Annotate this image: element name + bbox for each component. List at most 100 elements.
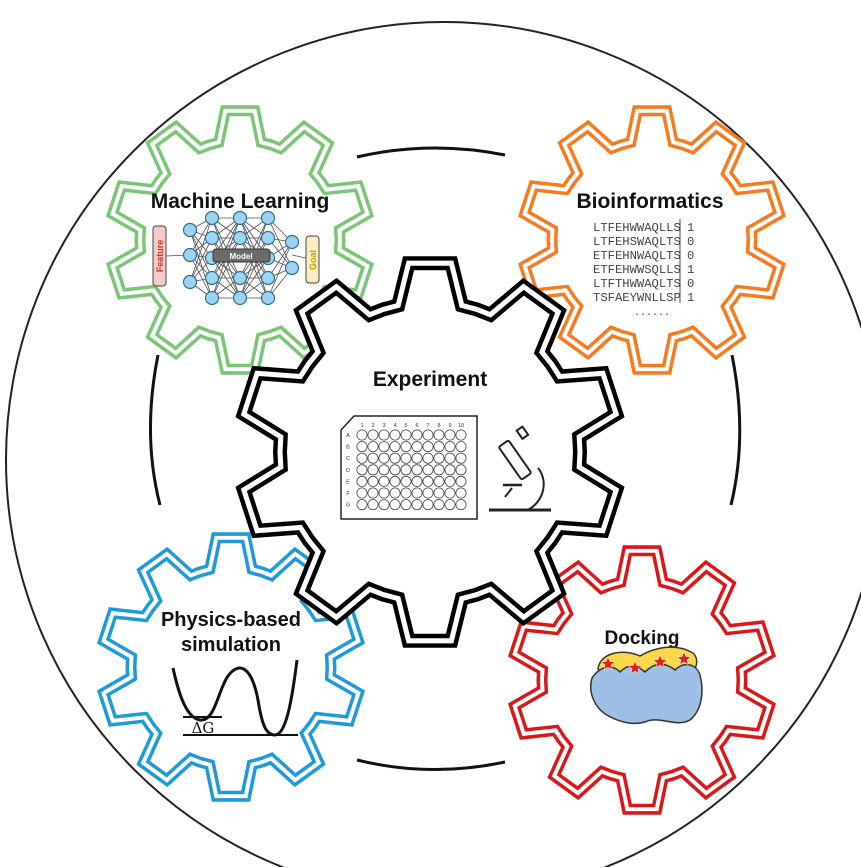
plate-column-label: 8 [437, 423, 440, 429]
plate-well [367, 464, 379, 476]
plate-well [400, 464, 412, 476]
plate-well [356, 475, 368, 487]
sequence-row: LTFEHSWAQLTS [593, 235, 681, 249]
nn-edge [189, 217, 213, 283]
sequence-label: 0 [687, 249, 694, 263]
plate-column-label: 9 [448, 423, 451, 429]
plate-well [389, 487, 401, 499]
nn-node [182, 247, 198, 263]
energy-landscape-icon: ΔG [171, 659, 299, 737]
sequence-row: TSFAEYWNLLSP [593, 291, 681, 305]
plate-well [422, 475, 434, 487]
plate-row-label: F [346, 491, 350, 497]
feature-label: Feature [155, 240, 165, 273]
nn-node [284, 260, 300, 276]
plate-well [422, 452, 434, 464]
plate-column-label: 10 [458, 423, 464, 429]
plate-well [433, 499, 445, 511]
plate-well [411, 452, 423, 464]
plate-well [400, 452, 412, 464]
plate-well [378, 429, 390, 441]
gear-inner-line [522, 108, 782, 372]
plate-row-label: G [346, 503, 350, 509]
gear-inner-line [512, 548, 772, 812]
plate-column-label: 3 [382, 423, 385, 429]
physics-title-line1: Physics-based [161, 609, 301, 631]
plate-well [400, 441, 412, 453]
plate-well [367, 452, 379, 464]
arc-right [729, 354, 742, 506]
plate-column-label: 5 [404, 423, 407, 429]
plate-well [433, 441, 445, 453]
model-label: Model [229, 252, 252, 261]
plate-well [378, 464, 390, 476]
nn-node [182, 222, 198, 238]
plate-well [411, 441, 423, 453]
plate-row-label: E [346, 479, 350, 485]
plate-well [411, 464, 423, 476]
nn-node [232, 270, 248, 286]
nn-node [260, 290, 276, 306]
plate-well [400, 499, 412, 511]
physics-title-line2: simulation [181, 634, 281, 656]
goal-label: Goal [308, 250, 318, 270]
neural-network-icon: Model Feature Goal [152, 210, 320, 306]
plate-well [389, 429, 401, 441]
nn-edge [267, 241, 293, 299]
nn-node [232, 290, 248, 306]
plate-well [422, 464, 434, 476]
nn-node [260, 230, 276, 246]
experiment-title: Experiment [373, 368, 487, 391]
nn-node [204, 230, 220, 246]
nn-edge [189, 237, 213, 283]
nn-node [182, 274, 198, 290]
plate-well [378, 475, 390, 487]
plate-well [422, 429, 434, 441]
outer-circle [5, 21, 861, 867]
plate-well [411, 429, 423, 441]
plate-well [356, 499, 368, 511]
model-box [212, 248, 271, 263]
nn-edge [189, 254, 213, 299]
plate-well [356, 464, 368, 476]
plate-well [433, 487, 445, 499]
arc-top [356, 146, 506, 159]
nn-edge [239, 257, 269, 299]
nn-node [232, 230, 248, 246]
plate-well [433, 452, 445, 464]
gear-inner-line [110, 108, 370, 372]
nn-edge [189, 217, 213, 256]
nn-edge [239, 237, 269, 299]
gear-inner-line [240, 260, 620, 644]
nn-edge [239, 217, 269, 279]
plate-well [411, 487, 423, 499]
bioinformatics-title: Bioinformatics [576, 190, 723, 213]
plate-well [367, 499, 379, 511]
plate-well [422, 487, 434, 499]
binding-sites [600, 651, 692, 675]
plate-row-label: B [346, 445, 350, 451]
plate-well [444, 429, 456, 441]
microscope-objective [504, 487, 513, 498]
sequence-label: 0 [687, 277, 694, 291]
nn-edge [267, 241, 293, 279]
binding-site-star [652, 654, 668, 669]
plate-well [367, 441, 379, 453]
plate-well [389, 475, 401, 487]
plate-well [444, 452, 456, 464]
plate-well [455, 475, 467, 487]
plate-well [455, 487, 467, 499]
plate-row-label: A [346, 433, 350, 439]
plate-column-label: 1 [360, 423, 363, 429]
plate-well [444, 441, 456, 453]
plate-well [455, 429, 467, 441]
nn-node [232, 210, 248, 226]
delta-g-label: ΔG [192, 719, 215, 737]
sequence-row: LTFTHWWAQLTS [593, 277, 681, 291]
docking-illustration [590, 646, 703, 725]
machine-learning-title: Machine Learning [151, 190, 330, 213]
nn-edge [267, 217, 293, 269]
microscope-eyepiece [515, 425, 530, 441]
plate-well [455, 499, 467, 511]
